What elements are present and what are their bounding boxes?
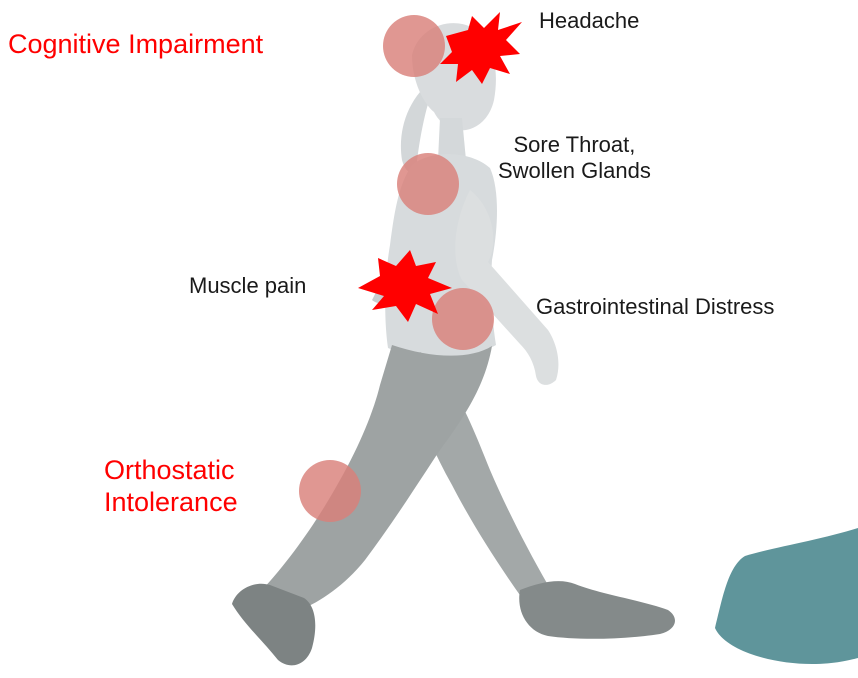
gastrointestinal-distress-text: Gastrointestinal Distress (536, 294, 774, 319)
headache-text: Headache (539, 8, 639, 33)
cognitive-impairment-text: Cognitive Impairment (8, 29, 263, 59)
gastrointestinal-distress-label: Gastrointestinal Distress (536, 294, 774, 320)
back-shoe (519, 581, 675, 639)
orthostatic-intolerance-marker (299, 460, 361, 522)
bag-shape (715, 528, 858, 664)
muscle-pain-text: Muscle pain (189, 273, 306, 298)
neck (438, 118, 466, 160)
sore-throat-label: Sore Throat, Swollen Glands (498, 132, 651, 185)
cognitive-impairment-marker (383, 15, 445, 77)
muscle-pain-label: Muscle pain (189, 273, 306, 299)
headache-label: Headache (539, 8, 639, 34)
orthostatic-intolerance-label: Orthostatic Intolerance (104, 454, 238, 519)
sore-throat-line1: Sore Throat, (498, 132, 651, 158)
cognitive-impairment-label: Cognitive Impairment (8, 28, 263, 60)
orthostatic-line2: Intolerance (104, 486, 238, 518)
orthostatic-line1: Orthostatic (104, 454, 238, 486)
sore-throat-marker (397, 153, 459, 215)
sore-throat-line2: Swollen Glands (498, 158, 651, 184)
gastrointestinal-distress-marker (432, 288, 494, 350)
